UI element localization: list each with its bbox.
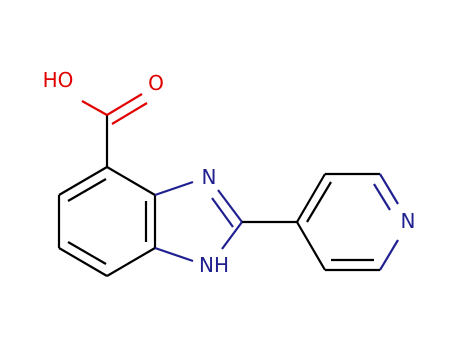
atom-label-pyridine-nitrogen: N	[401, 209, 416, 233]
bond-py-c5-c4	[296, 221, 326, 271]
bond-c6-c7	[58, 247, 108, 277]
atom-label-imine-nitrogen: N	[202, 165, 217, 189]
bond-n1-c7a	[154, 246, 194, 263]
bond-c-o-double-b	[111, 102, 148, 125]
atom-labels: HO O N N NH	[43, 68, 416, 277]
bond-c-oh	[81, 100, 108, 116]
bond-c7-c7a	[106, 247, 156, 277]
bond-c2-n1	[221, 221, 243, 250]
bond-py-c4-c3-inner	[306, 181, 332, 223]
bond-py-c2-n-inner	[373, 183, 391, 211]
bond-c6-c7-inner	[67, 241, 107, 265]
bond-n3-c2-a	[217, 189, 243, 223]
bond-c3a-c4	[106, 166, 156, 196]
atom-label-nh: NH	[199, 253, 229, 277]
bond-c3a-n3	[154, 180, 194, 197]
bond-c4-c5-inner	[67, 178, 107, 202]
atom-label-hydroxyl: HO	[43, 68, 74, 92]
bond-c4-c5	[58, 166, 108, 196]
bonds	[57, 93, 399, 277]
bond-py-c2-n	[379, 173, 399, 205]
bond-py-n-c6	[379, 239, 399, 271]
bond-c-o-double-a	[106, 93, 143, 116]
atom-label-carbonyl-oxygen: O	[148, 71, 164, 95]
bond-py-c4-c3	[296, 173, 326, 223]
bond-n3-c2-b	[211, 197, 234, 228]
